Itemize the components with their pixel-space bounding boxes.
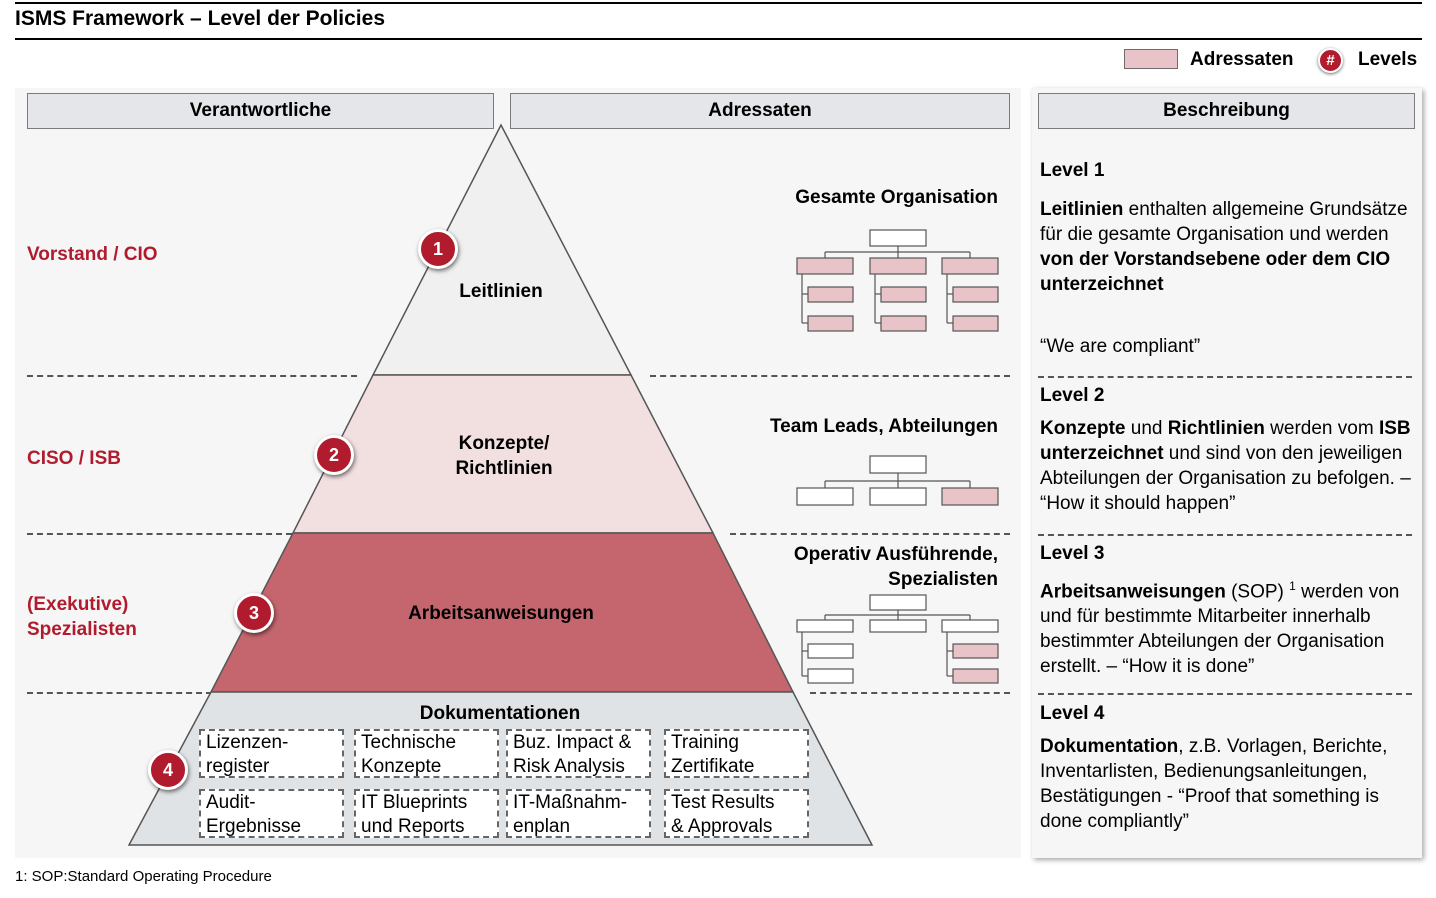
level-4-term: Dokumentation <box>1040 736 1179 757</box>
separator-2-left <box>27 533 292 535</box>
doc-text: Lizenzen- <box>206 732 289 753</box>
doc-box-test-results: Test Results & Approvals <box>664 789 809 838</box>
role-specialists-line2: Spezialisten <box>27 619 137 640</box>
doc-box-audit: Audit- Ergebnisse <box>199 789 344 838</box>
pyramid-label-arbeitsanweisungen: Arbeitsanweisungen <box>408 603 594 624</box>
doc-text: Buz. Impact & <box>513 732 632 753</box>
separator-3-left <box>27 692 212 694</box>
separator-1-left <box>27 375 357 377</box>
level-3-description: Arbeitsanweisungen (SOP) 1 werden von un… <box>1040 574 1415 679</box>
separator-1-right <box>650 375 1010 377</box>
pyramid-label-leitlinien: Leitlinien <box>459 281 543 302</box>
doc-text: & Approvals <box>671 816 773 837</box>
level-2-term-2: Richtlinien <box>1167 418 1265 439</box>
level-4-text: , z.B. Vorlagen, Berichte, Inventarliste… <box>1040 736 1388 832</box>
org-chart-2 <box>824 473 971 488</box>
level-badge-3: 3 <box>234 593 274 633</box>
level-1-description: Leitlinien enthalten allgemeine Grundsät… <box>1040 197 1415 297</box>
legend-levels-label: Levels <box>1358 49 1418 70</box>
level-3-footnote-ref: 1 <box>1289 579 1296 593</box>
doc-box-it-blueprints: IT Blueprints und Reports <box>354 789 499 838</box>
level-3-text-2: werden von und für bestimmte Mitarbeiter… <box>1040 581 1400 678</box>
org-chart-3 <box>801 610 971 677</box>
page-title: ISMS Framework – Level der Policies <box>15 7 385 30</box>
header-responsible: Verantwortliche <box>27 93 494 129</box>
level-3-term: Arbeitsanweisungen <box>1040 581 1226 603</box>
top-rule <box>15 2 1422 4</box>
level-2-text-3: und sind von den jeweiligen Abteilungen … <box>1040 443 1411 514</box>
separator-2-right <box>730 533 1010 535</box>
title-rule <box>15 38 1422 40</box>
separator-3-right <box>810 692 1010 694</box>
audience-gesamte-organisation: Gesamte Organisation <box>795 187 998 208</box>
pyramid-label-konzepte-line2: Richtlinien <box>455 458 553 479</box>
level-badge-2: 2 <box>314 435 354 475</box>
doc-box-lizenzenregister: Lizenzen-register <box>199 729 344 778</box>
doc-text: Technische <box>361 732 457 753</box>
level-badge-1: 1 <box>418 229 458 269</box>
role-specialists-line1: (Exekutive) <box>27 594 129 615</box>
level-badge-4: 4 <box>148 750 188 790</box>
audience-operativ: Operativ Ausführende, Spezialisten <box>700 542 998 592</box>
level-2-text-1: und <box>1125 418 1168 439</box>
org-chart-3-boxes <box>796 594 999 684</box>
doc-text: IT-Maßnahm- <box>513 792 628 813</box>
level-3-text-1: (SOP) <box>1225 581 1290 603</box>
audience-team-leads: Team Leads, Abteilungen <box>769 416 998 437</box>
description-panel <box>1032 88 1422 858</box>
legend-addressee-label: Adressaten <box>1190 49 1294 70</box>
audience-operativ-line2: Spezialisten <box>888 569 998 590</box>
level-1-text: enthalten allgemeine Grundsätze für die … <box>1040 199 1408 245</box>
org-chart-1 <box>801 246 971 324</box>
level-2-description: Konzepte und Richtlinien werden vom ISB … <box>1040 416 1415 516</box>
role-vorstand-cio: Vorstand / CIO <box>27 244 158 265</box>
audience-operativ-line1: Operativ Ausführende, <box>793 544 998 565</box>
doc-text: Risk Analysis <box>513 756 625 777</box>
legend-level-badge: # <box>1318 48 1343 73</box>
pyramid-label-dokumentationen: Dokumentationen <box>419 703 581 724</box>
doc-text: Test Results <box>671 792 775 813</box>
level-2-term-1: Konzepte <box>1040 418 1126 439</box>
level-1-term: Leitlinien <box>1040 199 1124 220</box>
doc-text: Konzepte <box>361 756 442 777</box>
org-chart-1-boxes <box>796 229 999 332</box>
level-2-heading: Level 2 <box>1040 385 1105 406</box>
level-4-description: Dokumentation, z.B. Vorlagen, Berichte, … <box>1040 734 1415 834</box>
legend-addressee-swatch <box>1124 49 1178 69</box>
level-3-heading: Level 3 <box>1040 543 1105 564</box>
doc-text: und Reports <box>361 816 465 837</box>
doc-text: IT Blueprints <box>361 792 468 813</box>
doc-text: Training <box>671 732 739 753</box>
level-2-text-2: werden vom <box>1264 418 1379 439</box>
doc-box-bia: Buz. Impact & Risk Analysis <box>506 729 651 778</box>
doc-box-massnahmenplan: IT-Maßnahm-enplan <box>506 789 651 838</box>
role-specialists: (Exekutive) Spezialisten <box>27 592 137 642</box>
desc-separator-1 <box>1038 376 1412 378</box>
org-chart-icons <box>796 229 999 684</box>
pyramid-label-konzepte-line1: Konzepte/ <box>458 433 550 454</box>
desc-separator-3 <box>1038 693 1412 695</box>
doc-text: Audit- <box>206 792 256 813</box>
header-description: Beschreibung <box>1038 93 1415 129</box>
doc-text: Ergebnisse <box>206 816 302 837</box>
header-addressees: Adressaten <box>510 93 1010 129</box>
org-chart-2-boxes <box>796 455 999 506</box>
pyramid-label-konzepte: Konzepte/ Richtlinien <box>404 431 604 481</box>
level-1-quote: “We are compliant” <box>1040 336 1201 357</box>
level-1-heading: Level 1 <box>1040 160 1105 181</box>
role-ciso-isb: CISO / ISB <box>27 448 121 469</box>
level-2-emphasis: ISB unterzeichnet <box>1040 418 1411 464</box>
doc-text: Zertifikate <box>671 756 755 777</box>
doc-text: enplan <box>513 816 571 837</box>
level-1-emphasis: von der Vorstandsebene oder dem CIO unte… <box>1040 249 1391 295</box>
doc-text: register <box>206 756 270 777</box>
level-4-heading: Level 4 <box>1040 703 1105 724</box>
desc-separator-2 <box>1038 534 1412 536</box>
footnote: 1: SOP:Standard Operating Procedure <box>15 868 272 885</box>
